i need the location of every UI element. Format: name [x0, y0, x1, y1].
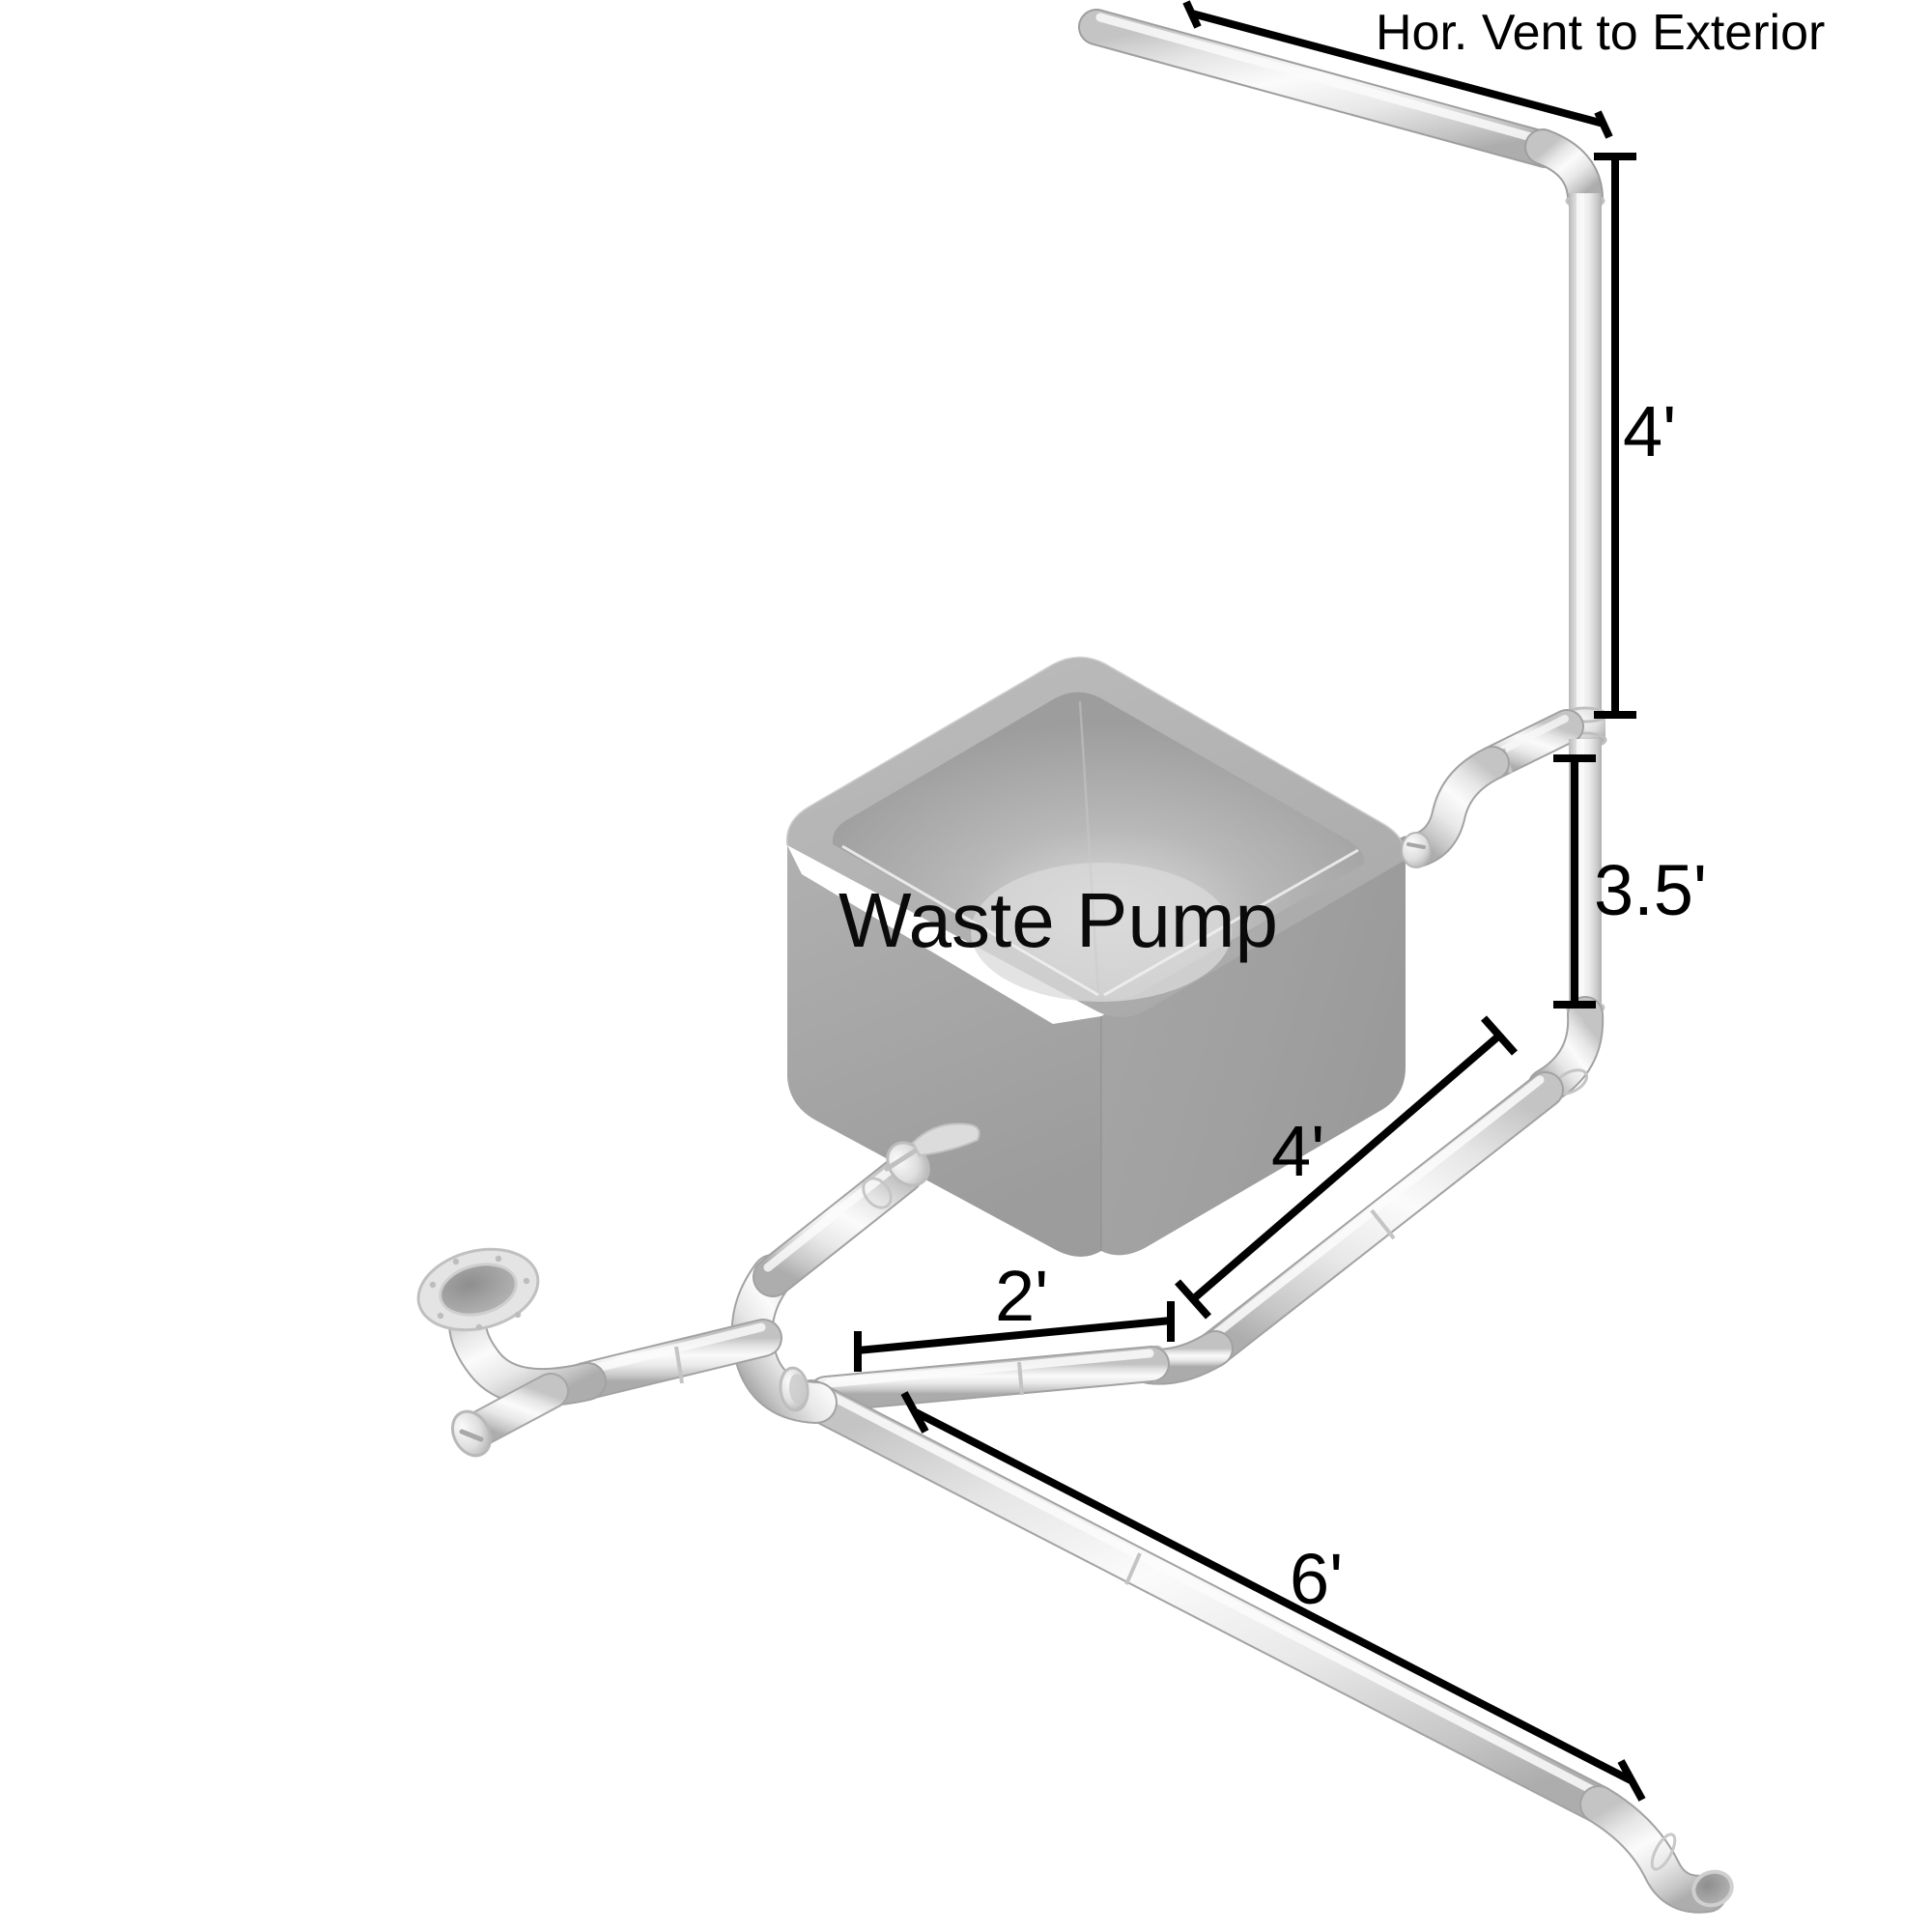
- dimension-label-vent-riser-upper: 4': [1623, 391, 1677, 471]
- wye-socket-bore: [788, 1374, 808, 1405]
- dim-branch-run: [900, 1391, 1646, 1802]
- flange-bolt-hole: [514, 1311, 522, 1319]
- trap-arm-coupling: [674, 1346, 684, 1384]
- dim-vent-tick-end: [1594, 110, 1613, 139]
- dim-vent-leader: [1182, 0, 1613, 139]
- dim-run6-tick-start: [900, 1391, 929, 1434]
- trap-arm-highlight: [581, 1322, 766, 1376]
- vent-riser-lower-highlight: [1577, 739, 1584, 1024]
- trap-arm-pipe: [567, 1321, 781, 1399]
- vent-horizontal-pipe: [1080, 11, 1562, 166]
- discharge-run-highlight: [824, 1349, 1154, 1388]
- flange-bolt-hole: [429, 1281, 437, 1289]
- pump-discharge-valve: [862, 1122, 980, 1209]
- branch-run-coupling: [1124, 1552, 1142, 1585]
- flange-bolt-hole: [495, 1255, 502, 1263]
- dim-run2-line: [857, 1317, 1172, 1354]
- dim-diag-line: [1190, 1032, 1502, 1303]
- vent-piping: [1078, 9, 1607, 1105]
- trap-cleanout-assembly: [416, 1247, 782, 1458]
- pump-discharge-highlight: [763, 1160, 901, 1272]
- vent-riser-upper-highlight: [1577, 193, 1584, 720]
- waste-pump-label: Waste Pump: [838, 877, 1278, 963]
- vent-branch-arm-highlight: [1492, 715, 1569, 757]
- tank-crease-back: [1078, 700, 1100, 994]
- dimension-lines: [854, 0, 1646, 1802]
- tank-interior-highlight: [971, 863, 1232, 1002]
- dimension-label-discharge-run: 2': [995, 1256, 1049, 1336]
- discharge-run-coupling: [1017, 1361, 1024, 1396]
- floor-flange: [416, 1247, 540, 1332]
- tank-right-face: [1101, 836, 1406, 1256]
- branch-elbow-hub-ring: [1650, 1833, 1677, 1871]
- vent-stub-elbow: [1403, 748, 1508, 866]
- dim-riser-upper: [1594, 153, 1636, 719]
- valve-coupling-ring: [862, 1177, 893, 1209]
- dim-vent-tick-start: [1182, 0, 1202, 29]
- branch-end-elbow: [1581, 1787, 1725, 1912]
- flange-bolt-hole: [475, 1323, 483, 1331]
- branch-run-highlight: [811, 1383, 1601, 1797]
- branch-outlet-bore: [1691, 1869, 1734, 1908]
- pump-discharge-pipe: [754, 1155, 922, 1295]
- dim-diag-tick-start: [1175, 1279, 1211, 1320]
- vent-to-exterior-label: Hor. Vent to Exterior: [1376, 5, 1826, 61]
- dimension-label-discharge-diagonal: 4': [1271, 1111, 1325, 1191]
- tank-top-outline: [785, 656, 1407, 861]
- dim-discharge-diagonal: [1175, 1015, 1518, 1320]
- discharge-piping: [416, 1071, 1734, 1914]
- cleanout-plug-slot: [459, 1429, 484, 1442]
- dim-diag-tick-end: [1481, 1015, 1518, 1056]
- waste-pump-tank: [785, 656, 1407, 1257]
- tank-front-face: [787, 845, 1101, 1257]
- tank-crease-right: [1103, 848, 1359, 997]
- valve-handle: [911, 1122, 980, 1157]
- flange-bolt-hole: [523, 1277, 530, 1285]
- vent-top-elbow: [1526, 130, 1602, 214]
- tank-crease-left: [841, 844, 1099, 997]
- flange-bolt-hole: [437, 1312, 444, 1320]
- dim-vent-line: [1190, 10, 1605, 128]
- vent-riser-upper-pipe: [1569, 193, 1602, 720]
- dim-riser-lower: [1553, 754, 1596, 1009]
- discharge-diagonal-highlight: [1205, 1075, 1545, 1344]
- vent-stub-cap-slot: [1406, 842, 1426, 849]
- discharge-run-pipe: [810, 1348, 1168, 1410]
- branch-run-pipe: [794, 1381, 1616, 1822]
- discharge-diagonal-coupling: [1370, 1208, 1396, 1240]
- flange-bolt-hole: [452, 1258, 460, 1265]
- dimension-label-vent-riser-lower: 3.5': [1594, 850, 1707, 930]
- cleanout-branch-pipe: [462, 1375, 567, 1446]
- vent-horizontal-highlight: [1095, 13, 1547, 145]
- drain-wye-junction: [730, 1254, 838, 1424]
- dim-discharge-run: [854, 1301, 1175, 1372]
- dim-run6-tick-end: [1617, 1759, 1646, 1802]
- dim-run6-line: [914, 1408, 1633, 1784]
- flange-bore: [439, 1263, 518, 1317]
- vent-stub-end-cap: [1401, 832, 1432, 868]
- dimension-label-branch-run: 6': [1290, 1539, 1344, 1619]
